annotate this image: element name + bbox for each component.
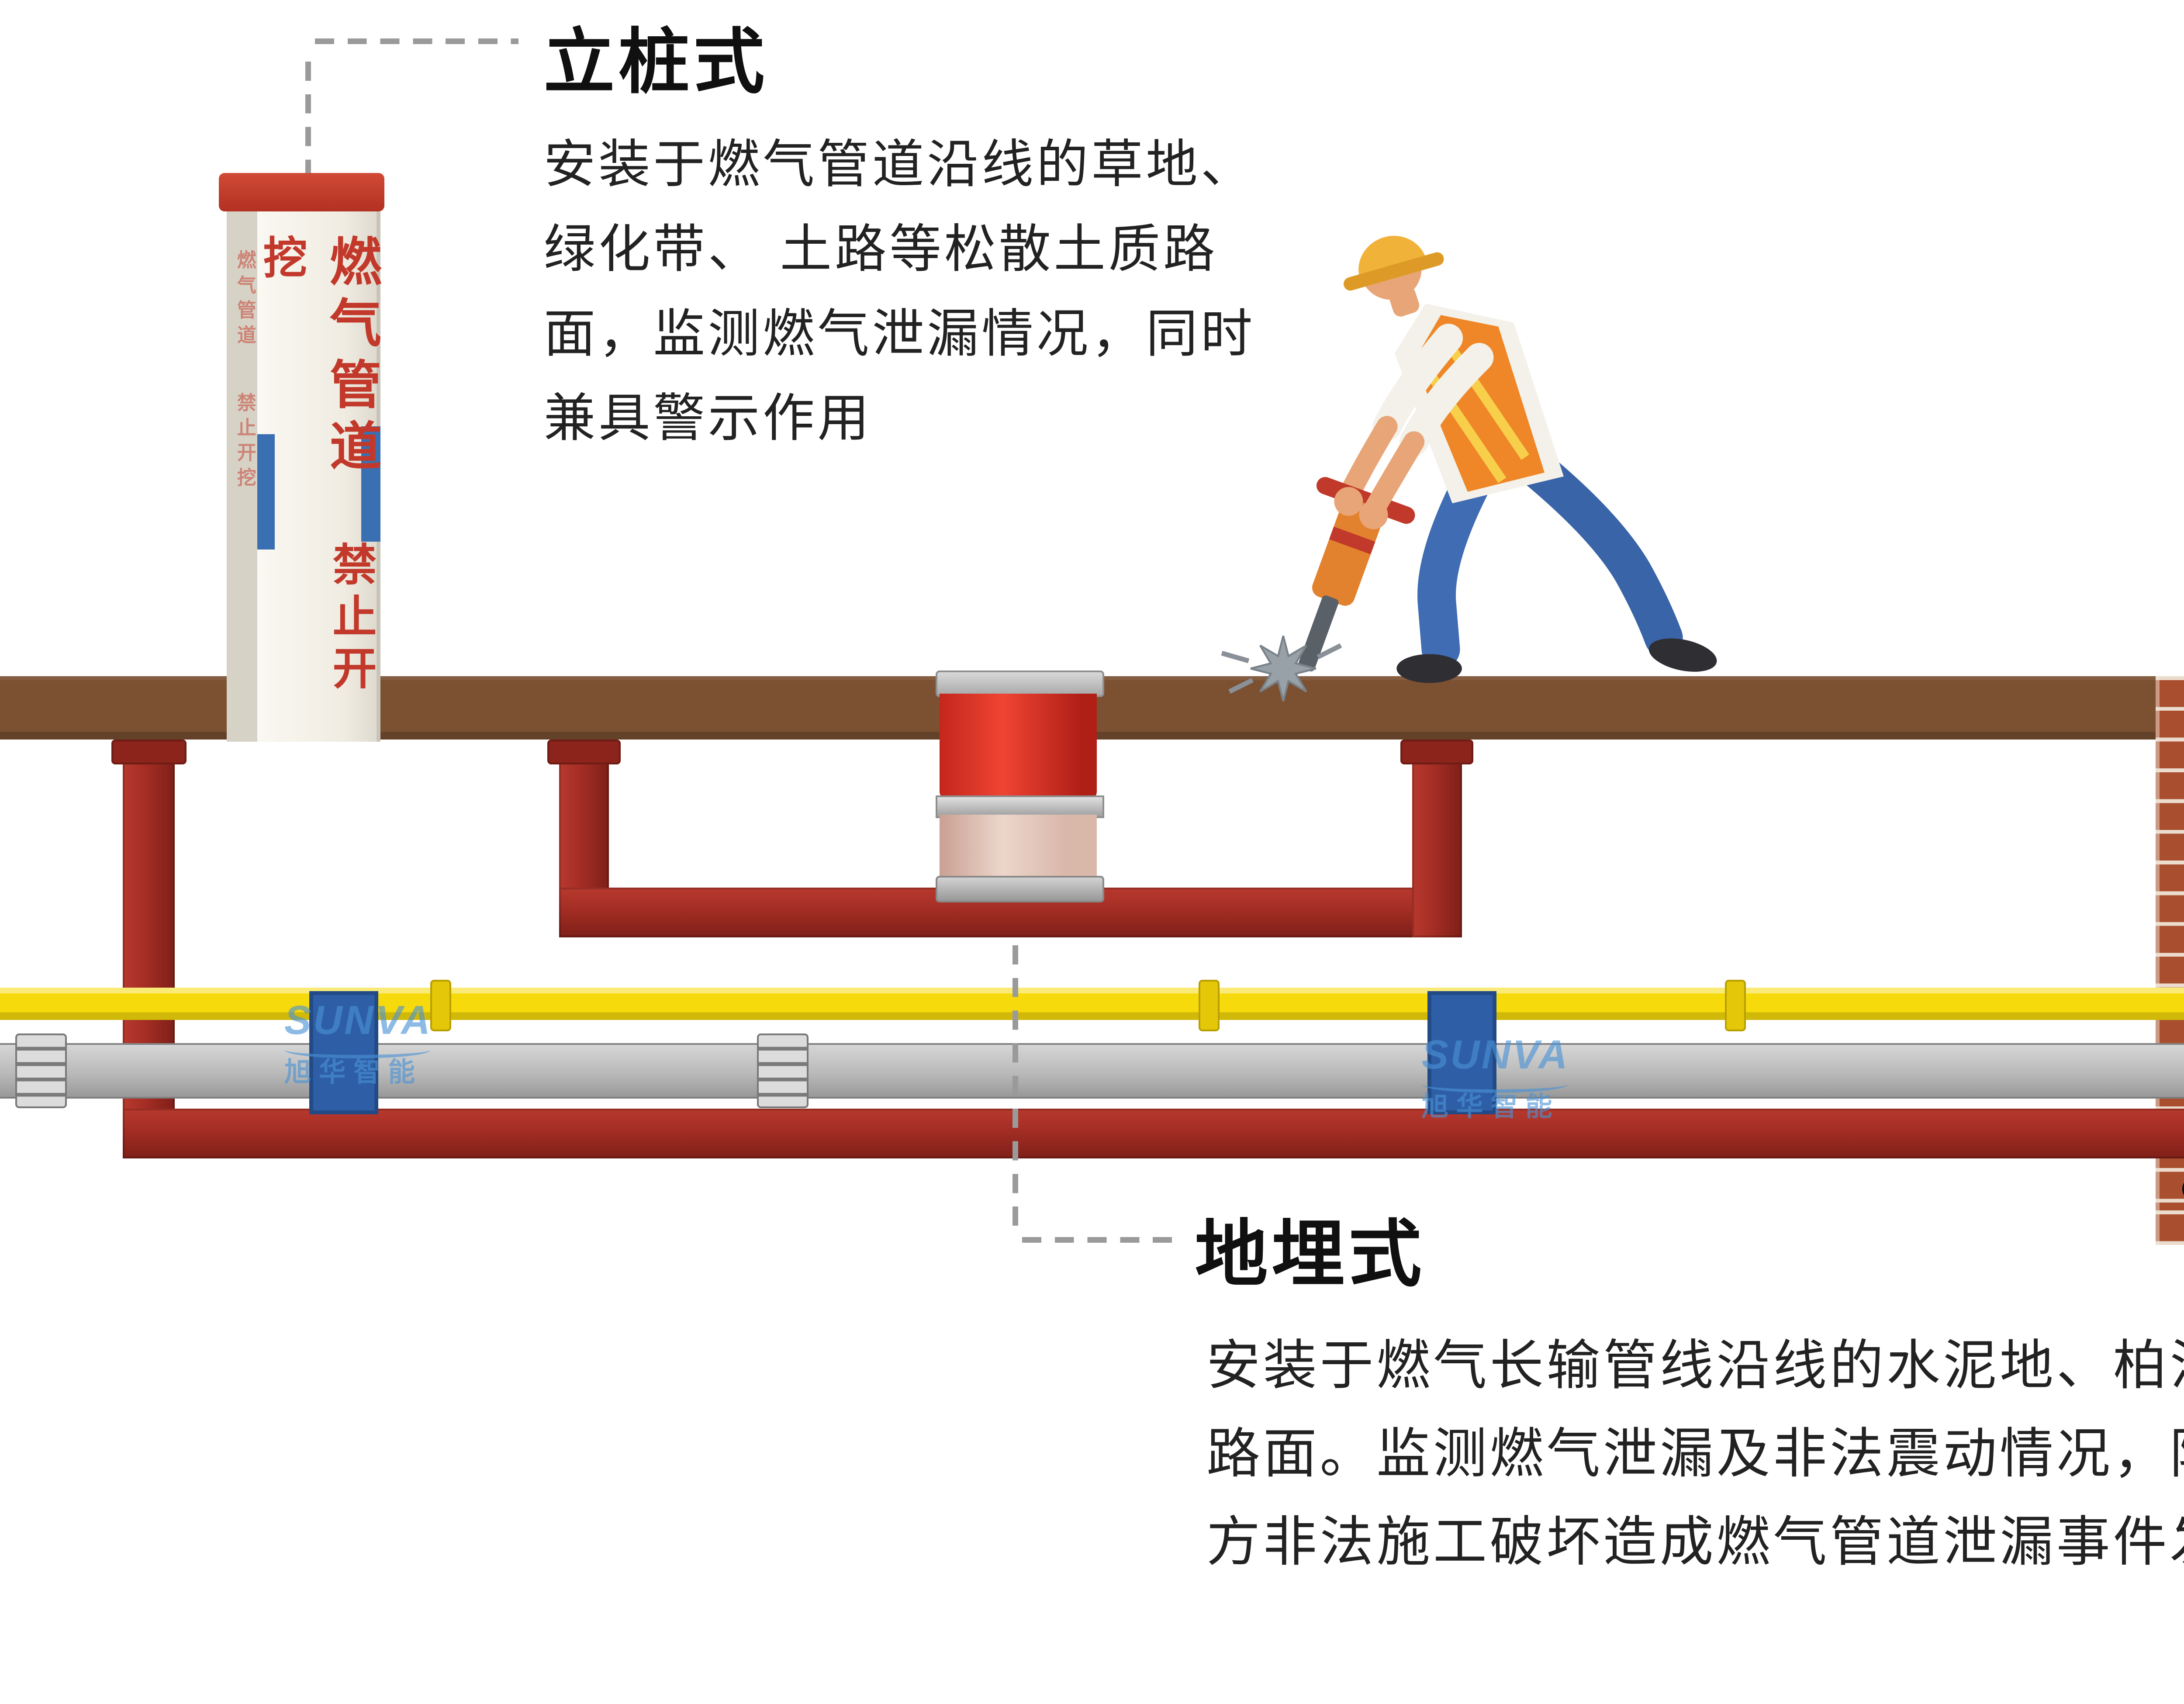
post-band-left xyxy=(257,434,275,550)
buried-title: 地埋式 xyxy=(1195,1213,1426,1295)
buried-sensor-base-ring xyxy=(935,876,1105,903)
well-bottom-brick xyxy=(2155,1210,2184,1245)
post-sign-column: 燃气管道 禁止开挖 xyxy=(249,235,388,715)
text-line: 路面。监测燃气泄漏及非法震动情况，防范因第三 xyxy=(1206,1424,2184,1484)
post-sign-top-text: 燃气管道 xyxy=(322,234,380,480)
buried-sensor-lower-body xyxy=(939,814,1097,880)
text-line: 安装于燃气长输管线沿线的水泥地、柏油路等硬质 xyxy=(1206,1335,2184,1396)
pipe-flange xyxy=(111,740,187,765)
buried-description: 安装于燃气长输管线沿线的水泥地、柏油路等硬质 路面。监测燃气泄漏及非法震动情况，… xyxy=(1206,1322,2184,1587)
watermark-cn: 旭华智能 xyxy=(1421,1091,1560,1122)
text-line: 方非法施工破坏造成燃气管道泄漏事件发生 xyxy=(1206,1512,2184,1573)
post-description: 安装于燃气管道沿线的草地、 绿化带、 土路等松散土质路 面，监测燃气泄漏情况，同… xyxy=(544,123,1255,461)
post-cap xyxy=(219,173,384,211)
buried-connector-horizontal xyxy=(1022,1237,1180,1243)
watermark-cn: 旭华智能 xyxy=(284,1057,423,1087)
post-connector-horizontal xyxy=(315,38,519,45)
post-side-face xyxy=(226,211,258,742)
red-pipe-mid-riser-right xyxy=(1412,749,1462,938)
text-line: 面，监测燃气泄漏情况，同时 xyxy=(543,305,1255,363)
buried-connector-vertical xyxy=(1012,945,1018,1234)
watermark: SUNVA 旭华智能 xyxy=(284,999,432,1086)
post-title: 立桩式 xyxy=(543,22,769,102)
post-connector-vertical xyxy=(305,61,311,173)
buried-sensor-top-cap xyxy=(935,670,1105,697)
watermark-swoosh xyxy=(284,1041,431,1058)
post-band-right xyxy=(361,426,380,542)
helmet-icon xyxy=(1344,235,1444,291)
yellow-pipe-joint xyxy=(430,979,451,1031)
watermark-brand: SUNVA xyxy=(1421,1032,1569,1078)
impact-star-icon xyxy=(1221,636,1342,702)
pipe-sensor-clamp xyxy=(1427,991,1497,1114)
buried-sensor-red-body xyxy=(939,693,1097,799)
worker-figure xyxy=(1298,235,1717,683)
text-line: 兼具警示作用 xyxy=(543,390,872,448)
post-front-face xyxy=(257,211,380,742)
well-bottom-opening xyxy=(2182,1141,2184,1237)
gray-pipe-flange xyxy=(757,1033,809,1108)
watermark: SUNVA 旭华智能 xyxy=(1421,1032,1569,1122)
text-line: 绿化带、 土路等松散土质路 xyxy=(543,220,1218,278)
yellow-pipe-joint xyxy=(1725,979,1746,1031)
yellow-pipe-joint xyxy=(1199,979,1220,1031)
post-sign-bottom-text: 禁止开挖 xyxy=(257,234,376,698)
watermark-swoosh xyxy=(1421,1076,1568,1093)
worker-illustration xyxy=(1221,235,1717,702)
watermark-brand: SUNVA xyxy=(284,997,432,1043)
post-sign-text: 燃气管道 禁止开挖 xyxy=(257,235,380,715)
red-pipe-deep-main xyxy=(123,1108,2184,1158)
text-line: 安装于燃气管道沿线的草地、 xyxy=(543,136,1255,194)
pipe-flange xyxy=(1400,740,1474,765)
well-left-wall xyxy=(2155,676,2184,1245)
gray-pipe-flange xyxy=(15,1033,67,1108)
post-side-text: 燃气管道 禁止开挖 xyxy=(234,249,256,492)
pipe-flange xyxy=(547,740,621,765)
